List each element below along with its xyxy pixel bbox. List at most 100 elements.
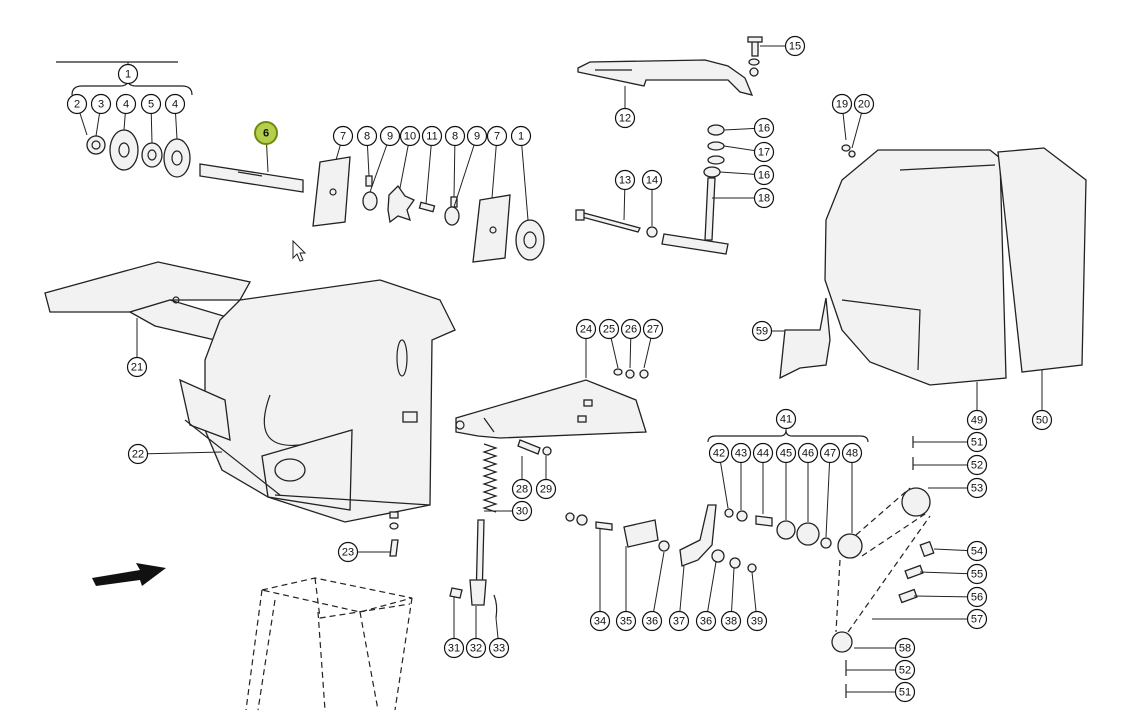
callout-number: 19 — [836, 99, 848, 111]
callout-50[interactable]: 50 — [1031, 409, 1053, 431]
callout-number: 4 — [172, 99, 178, 111]
callout-28[interactable]: 28 — [511, 478, 533, 500]
callout-8[interactable]: 8 — [444, 125, 466, 147]
callout-16[interactable]: 16 — [753, 164, 775, 186]
callout-1[interactable]: 1 — [117, 63, 139, 85]
callout-number: 36 — [700, 616, 712, 628]
callout-37[interactable]: 37 — [668, 610, 690, 632]
callout-circle — [642, 318, 664, 340]
callout-57[interactable]: 57 — [966, 608, 988, 630]
callout-5[interactable]: 5 — [140, 93, 162, 115]
callout-9[interactable]: 9 — [379, 125, 401, 147]
callout-48[interactable]: 48 — [841, 442, 863, 464]
callout-10[interactable]: 10 — [399, 125, 421, 147]
callout-9[interactable]: 9 — [466, 125, 488, 147]
leader-line-7 — [491, 135, 498, 199]
callout-31[interactable]: 31 — [443, 637, 465, 659]
callout-number: 58 — [899, 643, 911, 655]
callout-7[interactable]: 7 — [486, 125, 508, 147]
callout-11[interactable]: 11 — [421, 125, 443, 147]
callout-number: 17 — [758, 147, 770, 159]
callout-19[interactable]: 19 — [831, 93, 853, 115]
callout-number: 15 — [789, 41, 801, 53]
callout-42[interactable]: 42 — [708, 442, 730, 464]
callout-55[interactable]: 55 — [966, 563, 988, 585]
callout-circle — [894, 681, 916, 703]
callout-12[interactable]: 12 — [614, 107, 636, 129]
callout-39[interactable]: 39 — [746, 610, 768, 632]
callout-18[interactable]: 18 — [753, 187, 775, 209]
callout-36[interactable]: 36 — [695, 610, 717, 632]
callout-number: 6 — [263, 128, 269, 140]
callout-number: 8 — [452, 131, 458, 143]
callout-56[interactable]: 56 — [966, 586, 988, 608]
callout-26[interactable]: 26 — [620, 318, 642, 340]
callout-14[interactable]: 14 — [641, 169, 663, 191]
callout-25[interactable]: 25 — [598, 318, 620, 340]
callout-36[interactable]: 36 — [641, 610, 663, 632]
callout-23[interactable]: 23 — [337, 541, 359, 563]
callout-44[interactable]: 44 — [752, 442, 774, 464]
callout-47[interactable]: 47 — [819, 442, 841, 464]
callout-circle — [598, 318, 620, 340]
callout-45[interactable]: 45 — [775, 442, 797, 464]
callout-circle — [511, 478, 533, 500]
callout-58[interactable]: 58 — [894, 637, 916, 659]
callout-number: 5 — [148, 99, 154, 111]
callout-3[interactable]: 3 — [90, 93, 112, 115]
callout-43[interactable]: 43 — [730, 442, 752, 464]
callout-number: 45 — [780, 448, 792, 460]
callout-number: 34 — [594, 616, 606, 628]
callout-34[interactable]: 34 — [589, 610, 611, 632]
callout-8[interactable]: 8 — [356, 125, 378, 147]
callout-51[interactable]: 51 — [966, 431, 988, 453]
callout-17[interactable]: 17 — [753, 141, 775, 163]
callout-20[interactable]: 20 — [853, 93, 875, 115]
callout-2[interactable]: 2 — [66, 93, 88, 115]
callout-30[interactable]: 30 — [511, 500, 533, 522]
callout-35[interactable]: 35 — [615, 610, 637, 632]
right-housing-drawing — [779, 144, 1087, 386]
callout-16[interactable]: 16 — [753, 117, 775, 139]
callout-51[interactable]: 51 — [894, 681, 916, 703]
callout-33[interactable]: 33 — [488, 637, 510, 659]
callout-number: 47 — [824, 448, 836, 460]
callout-27[interactable]: 27 — [642, 318, 664, 340]
callout-54[interactable]: 54 — [966, 540, 988, 562]
callout-circle — [695, 610, 717, 632]
callout-15[interactable]: 15 — [784, 35, 806, 57]
callout-4[interactable]: 4 — [115, 93, 137, 115]
callout-24[interactable]: 24 — [575, 318, 597, 340]
callout-circle — [614, 107, 636, 129]
callout-41[interactable]: 41 — [775, 408, 797, 430]
callout-46[interactable]: 46 — [797, 442, 819, 464]
callout-circle — [853, 93, 875, 115]
callout-52[interactable]: 52 — [894, 659, 916, 681]
callout-13[interactable]: 13 — [614, 169, 636, 191]
callout-circle — [421, 125, 443, 147]
callout-number: 9 — [387, 131, 393, 143]
callout-21[interactable]: 21 — [126, 356, 148, 378]
callout-number: 27 — [647, 324, 659, 336]
callout-53[interactable]: 53 — [966, 477, 988, 499]
direction-arrow-icon — [92, 563, 166, 586]
callout-38[interactable]: 38 — [720, 610, 742, 632]
callout-6[interactable]: 6 — [254, 121, 278, 145]
callout-number: 50 — [1036, 415, 1048, 427]
callout-1[interactable]: 1 — [510, 125, 532, 147]
callout-49[interactable]: 49 — [966, 409, 988, 431]
callout-4[interactable]: 4 — [164, 93, 186, 115]
callout-29[interactable]: 29 — [535, 478, 557, 500]
callout-circle — [126, 356, 148, 378]
leader-line-22 — [137, 451, 223, 455]
callout-59[interactable]: 59 — [751, 320, 773, 342]
callout-number: 1 — [125, 69, 131, 81]
callout-22[interactable]: 22 — [127, 443, 149, 465]
callout-circle — [510, 125, 532, 147]
callout-52[interactable]: 52 — [966, 454, 988, 476]
callout-32[interactable]: 32 — [465, 637, 487, 659]
callout-circle — [140, 93, 162, 115]
callout-number: 59 — [756, 326, 768, 338]
callout-7[interactable]: 7 — [332, 125, 354, 147]
